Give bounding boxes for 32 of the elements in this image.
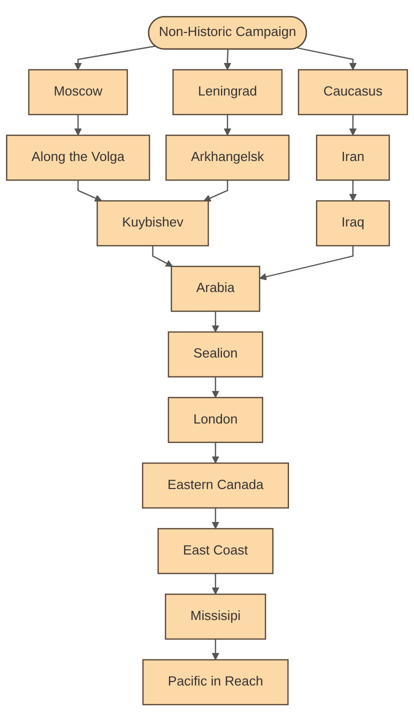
arrow (212, 638, 220, 660)
node-box: Missisipi (164, 593, 266, 640)
node-box: Arabia (170, 266, 260, 312)
arrow (152, 246, 173, 267)
node-box: Moscow (28, 69, 128, 116)
node-box: Iraq (316, 200, 390, 246)
arrow (349, 114, 357, 136)
arrow (224, 114, 232, 136)
node-box: Pacific in Reach (142, 659, 289, 706)
arrow (74, 114, 82, 136)
node-box: Caucasus (298, 69, 408, 116)
arrow (74, 45, 156, 70)
arrow (77, 180, 102, 202)
arrow (259, 246, 354, 280)
arrow (224, 49, 232, 70)
node-box: Leningrad (172, 69, 283, 116)
node-box: Arkhangelsk (165, 134, 290, 181)
arrow (349, 180, 357, 202)
arrow (212, 311, 220, 332)
node-box: Along the Volga (6, 134, 150, 181)
arrow (212, 376, 220, 398)
arrow (212, 573, 220, 594)
arrow (212, 442, 220, 464)
node-box: London (168, 396, 264, 443)
node-box: Iran (316, 134, 390, 181)
node-box: East Coast (158, 528, 274, 574)
node-box: Sealion (168, 331, 264, 378)
arrow (212, 508, 220, 529)
node-box: Kuybishev (96, 200, 209, 246)
node-box: Eastern Canada (142, 462, 289, 508)
arrow (204, 180, 228, 202)
arrow (297, 47, 357, 70)
